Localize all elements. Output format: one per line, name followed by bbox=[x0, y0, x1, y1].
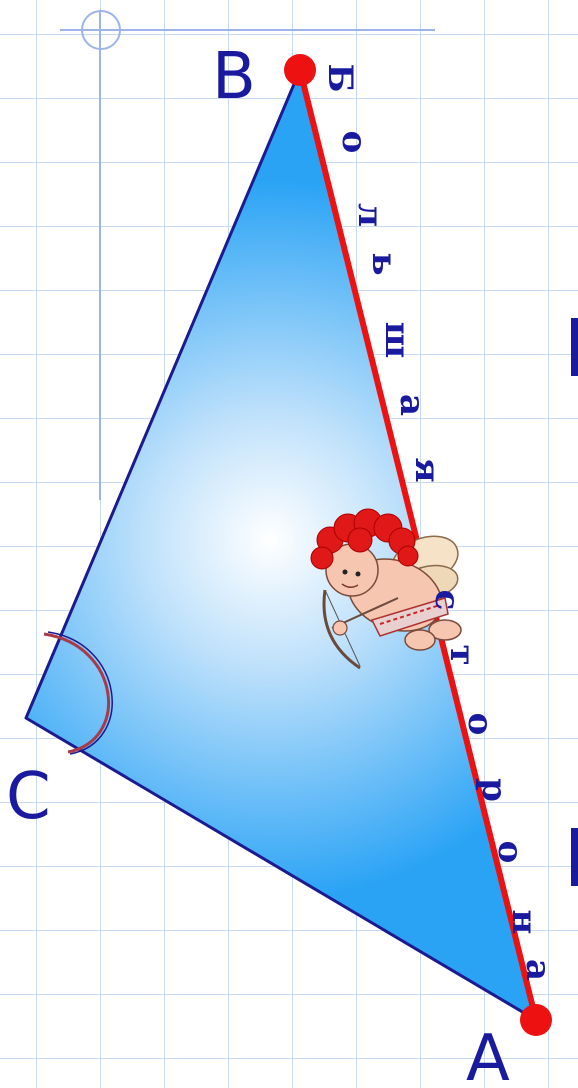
vertex-label-b: B bbox=[212, 40, 256, 114]
caption-letter: а bbox=[518, 959, 558, 981]
cupid-clipart-icon bbox=[310, 508, 462, 670]
vertex-b-dot bbox=[284, 54, 316, 86]
margin-lines bbox=[60, 10, 435, 500]
caption-letter: н bbox=[504, 910, 544, 935]
caption-letter: о bbox=[490, 841, 530, 864]
vertex-label-a: A bbox=[466, 1022, 510, 1088]
caption-letter: а bbox=[392, 394, 432, 416]
caption-letter: л bbox=[350, 203, 390, 227]
vertex-label-c: C bbox=[6, 760, 51, 834]
caption-letter: Б bbox=[320, 63, 360, 92]
caption-letter: с bbox=[427, 590, 467, 611]
right-edge-glyph-top bbox=[571, 318, 578, 376]
caption-letter: ь bbox=[364, 252, 404, 275]
caption-letter: о bbox=[460, 713, 500, 736]
longest-side-caption: Бо л ь ш а я с т о р о н а bbox=[320, 63, 558, 981]
angle-arc-c bbox=[43, 632, 111, 754]
caption-letter: р bbox=[474, 778, 514, 802]
caption-letter: о bbox=[334, 131, 374, 154]
circle-mark-icon bbox=[81, 10, 121, 50]
right-edge-glyph-bottom bbox=[571, 828, 578, 886]
caption-letter: ш bbox=[377, 322, 417, 359]
caption-letter: т bbox=[442, 644, 482, 665]
caption-letter: я bbox=[407, 457, 447, 482]
vertex-a-dot bbox=[520, 1004, 552, 1036]
